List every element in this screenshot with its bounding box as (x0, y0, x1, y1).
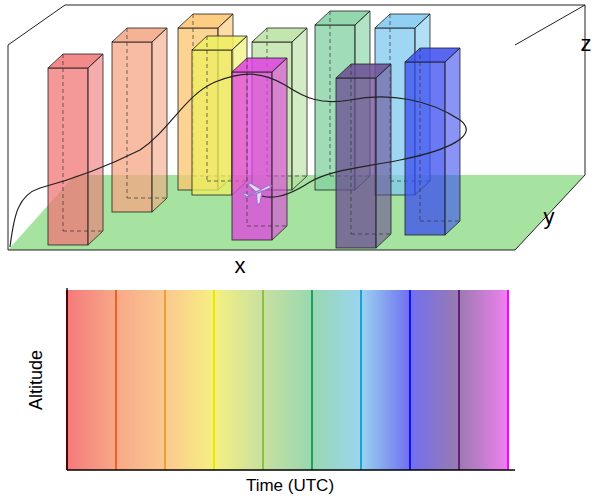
axis-label: x (235, 255, 246, 277)
prism (48, 54, 103, 245)
prism (112, 28, 167, 212)
box-frame (8, 5, 585, 250)
axis-title: Altitude (27, 350, 45, 410)
axis-title: Time (UTC) (246, 477, 334, 494)
prism (232, 58, 287, 240)
flight-track (10, 74, 466, 247)
axis-label: z (581, 33, 592, 55)
airplane-icon (240, 176, 276, 209)
band-lines (67, 290, 508, 470)
time-bands (67, 290, 508, 470)
axis-label: y (544, 206, 555, 228)
chart-axes (67, 288, 515, 470)
prism (336, 64, 391, 248)
prisms (48, 11, 460, 248)
prism (405, 48, 460, 235)
